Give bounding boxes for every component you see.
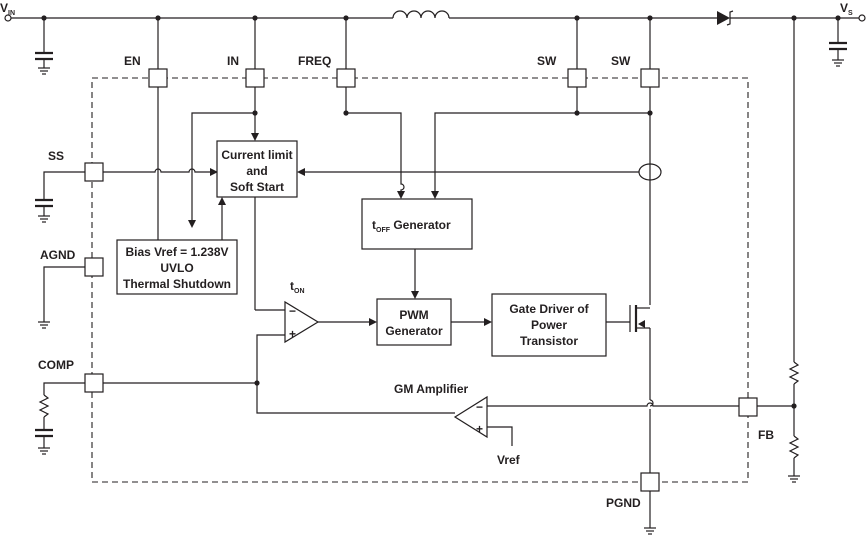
en-pin-label: EN	[124, 54, 141, 68]
svg-text:Current limit: Current limit	[221, 148, 292, 162]
pgnd-pin-label: PGND	[606, 496, 641, 510]
power-transistor	[629, 305, 654, 473]
ton-comparator: − + tON	[254, 197, 377, 344]
en-pin[interactable]	[148, 68, 168, 88]
sw-pin-2[interactable]	[640, 68, 660, 88]
input-capacitor	[35, 15, 53, 75]
feedback-divider	[788, 15, 800, 483]
freq-pin[interactable]	[336, 68, 356, 88]
inductor	[392, 10, 717, 19]
svg-text:Soft Start: Soft Start	[230, 180, 284, 194]
sw-pin-1[interactable]	[567, 68, 587, 88]
svg-text:Thermal Shutdown: Thermal Shutdown	[123, 277, 231, 291]
svg-text:Bias Vref = 1.238V: Bias Vref = 1.238V	[125, 245, 228, 259]
comp-pin-label: COMP	[38, 358, 74, 372]
comp-network	[35, 382, 85, 455]
pgnd-ground	[644, 491, 656, 535]
vs-terminal[interactable]	[858, 14, 866, 22]
ton-label: tON	[290, 279, 305, 295]
ss-pin-label: SS	[48, 149, 64, 163]
current-limit-block: Current limit and Soft Start	[216, 140, 298, 198]
toff-generator-block: tOFF Generator	[361, 198, 473, 250]
current-sense	[297, 163, 662, 181]
output-capacitor	[829, 15, 847, 67]
svg-text:+: +	[476, 422, 483, 436]
svg-text:Generator: Generator	[385, 324, 443, 338]
in-pin-label: IN	[227, 54, 239, 68]
gm-amplifier: − + GM Amplifier Vref	[394, 382, 794, 467]
bias-block: Bias Vref = 1.238V UVLO Thermal Shutdown	[116, 239, 238, 295]
pwm-generator-block: PWM Generator	[376, 298, 452, 346]
svg-text:tOFF Generator: tOFF Generator	[372, 218, 451, 234]
vin-rail	[4, 14, 393, 22]
agnd-ground	[38, 266, 85, 329]
agnd-pin-label: AGND	[40, 248, 76, 262]
sw-pin-label-1: SW	[537, 54, 557, 68]
agnd-pin[interactable]	[84, 257, 104, 277]
svg-text:+: +	[289, 327, 296, 341]
fb-pin-label: FB	[758, 428, 774, 442]
freq-pin-label: FREQ	[298, 54, 331, 68]
svg-text:Transistor: Transistor	[520, 334, 578, 348]
vref-label: Vref	[497, 453, 521, 467]
vin-label: VIN	[0, 1, 15, 17]
svg-text:−: −	[476, 400, 483, 414]
fb-pin[interactable]	[738, 397, 758, 417]
ss-capacitor	[35, 171, 85, 223]
pgnd-pin[interactable]	[640, 472, 660, 492]
svg-text:UVLO: UVLO	[160, 261, 193, 275]
vs-label: VS	[840, 1, 853, 17]
gate-driver-block: Gate Driver of Power Transistor	[491, 293, 607, 357]
ss-pin[interactable]	[84, 162, 104, 182]
comp-pin[interactable]	[84, 373, 104, 393]
svg-text:Gate Driver of: Gate Driver of	[509, 302, 589, 316]
in-pin[interactable]	[245, 68, 265, 88]
svg-text:Power: Power	[531, 318, 567, 332]
sw-pin-label-2: SW	[611, 54, 631, 68]
svg-text:and: and	[246, 164, 267, 178]
svg-text:−: −	[289, 304, 296, 318]
svg-text:PWM: PWM	[399, 308, 428, 322]
gm-amplifier-label: GM Amplifier	[394, 382, 469, 396]
